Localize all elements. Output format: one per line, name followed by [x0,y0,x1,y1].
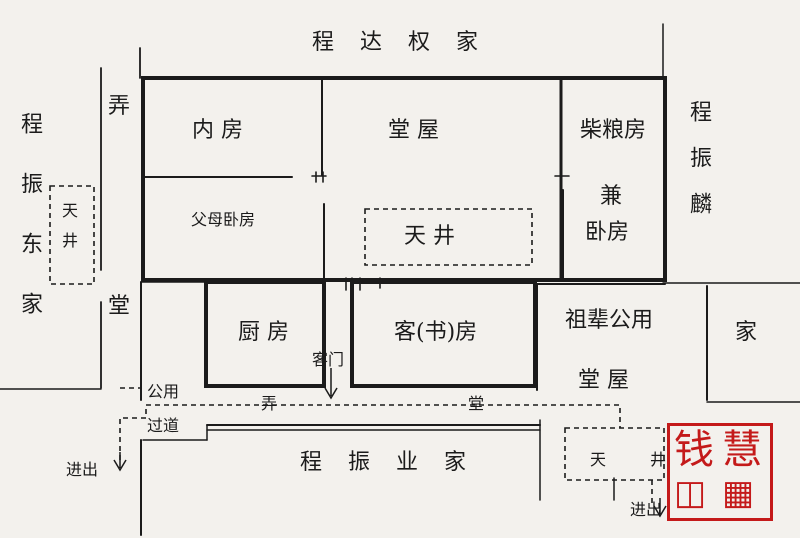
public-lane-label: 公用 [147,382,180,401]
left-courtyard-label: 天井 [59,202,78,262]
ancestral-hall-label-1: 祖辈公用 [565,308,654,333]
firewood-room-label-1: 柴粮房 [580,118,647,143]
bottom-lane-label-2: 堂 [468,394,485,413]
right-courtyard-label-2: 井 [650,450,667,469]
left-lane-label-2: 堂 [108,294,131,319]
left-neighbor-label: 程振东家 [17,112,42,352]
exit-arrow-left [113,452,127,472]
guest-door-arrow [324,368,338,400]
red-seal-stamp: 钱 慧 ◫ ▦ [667,423,773,521]
right-neighbor-house-label: 家 [735,320,758,345]
inner-room-label: 内 房 [192,118,243,143]
right-courtyard-label-1: 天 [590,450,607,469]
bottom-neighbor-label: 程振业家 [300,450,493,475]
door-mark-1 [311,171,327,183]
kitchen-outline [204,280,326,388]
guest-room-label: 客(书)房 [394,320,478,345]
guest-room-outline [350,280,537,388]
exit-arrow-right [653,498,667,518]
left-courtyard-dashed [49,185,95,285]
left-lane-label: 弄 [108,94,131,119]
main-hall-label: 堂 屋 [388,118,439,143]
parents-bedroom-label: 父母卧房 [191,210,256,229]
kitchen-label: 厨 房 [238,320,289,345]
main-house-outline [141,76,667,282]
courtyard-dashed [364,208,533,266]
courtyard-label: 天 井 [404,224,455,249]
guest-door-label: 客门 [312,350,345,369]
ancestral-hall-label-2: 堂 屋 [578,368,629,393]
right-exit-label: 进出 [630,500,663,519]
right-courtyard-dashed [564,427,665,481]
firewood-room-label-3: 卧房 [585,220,630,245]
bottom-lane-label-1: 弄 [261,394,278,413]
firewood-room-label-2: 兼 [600,184,623,209]
left-exit-label: 进出 [66,460,99,479]
top-neighbor-label: 程达权家 [312,30,505,55]
right-neighbor-label: 程振麟 [686,100,711,238]
passageway-label: 过道 [147,416,180,435]
lane-path-dashed [119,404,621,460]
